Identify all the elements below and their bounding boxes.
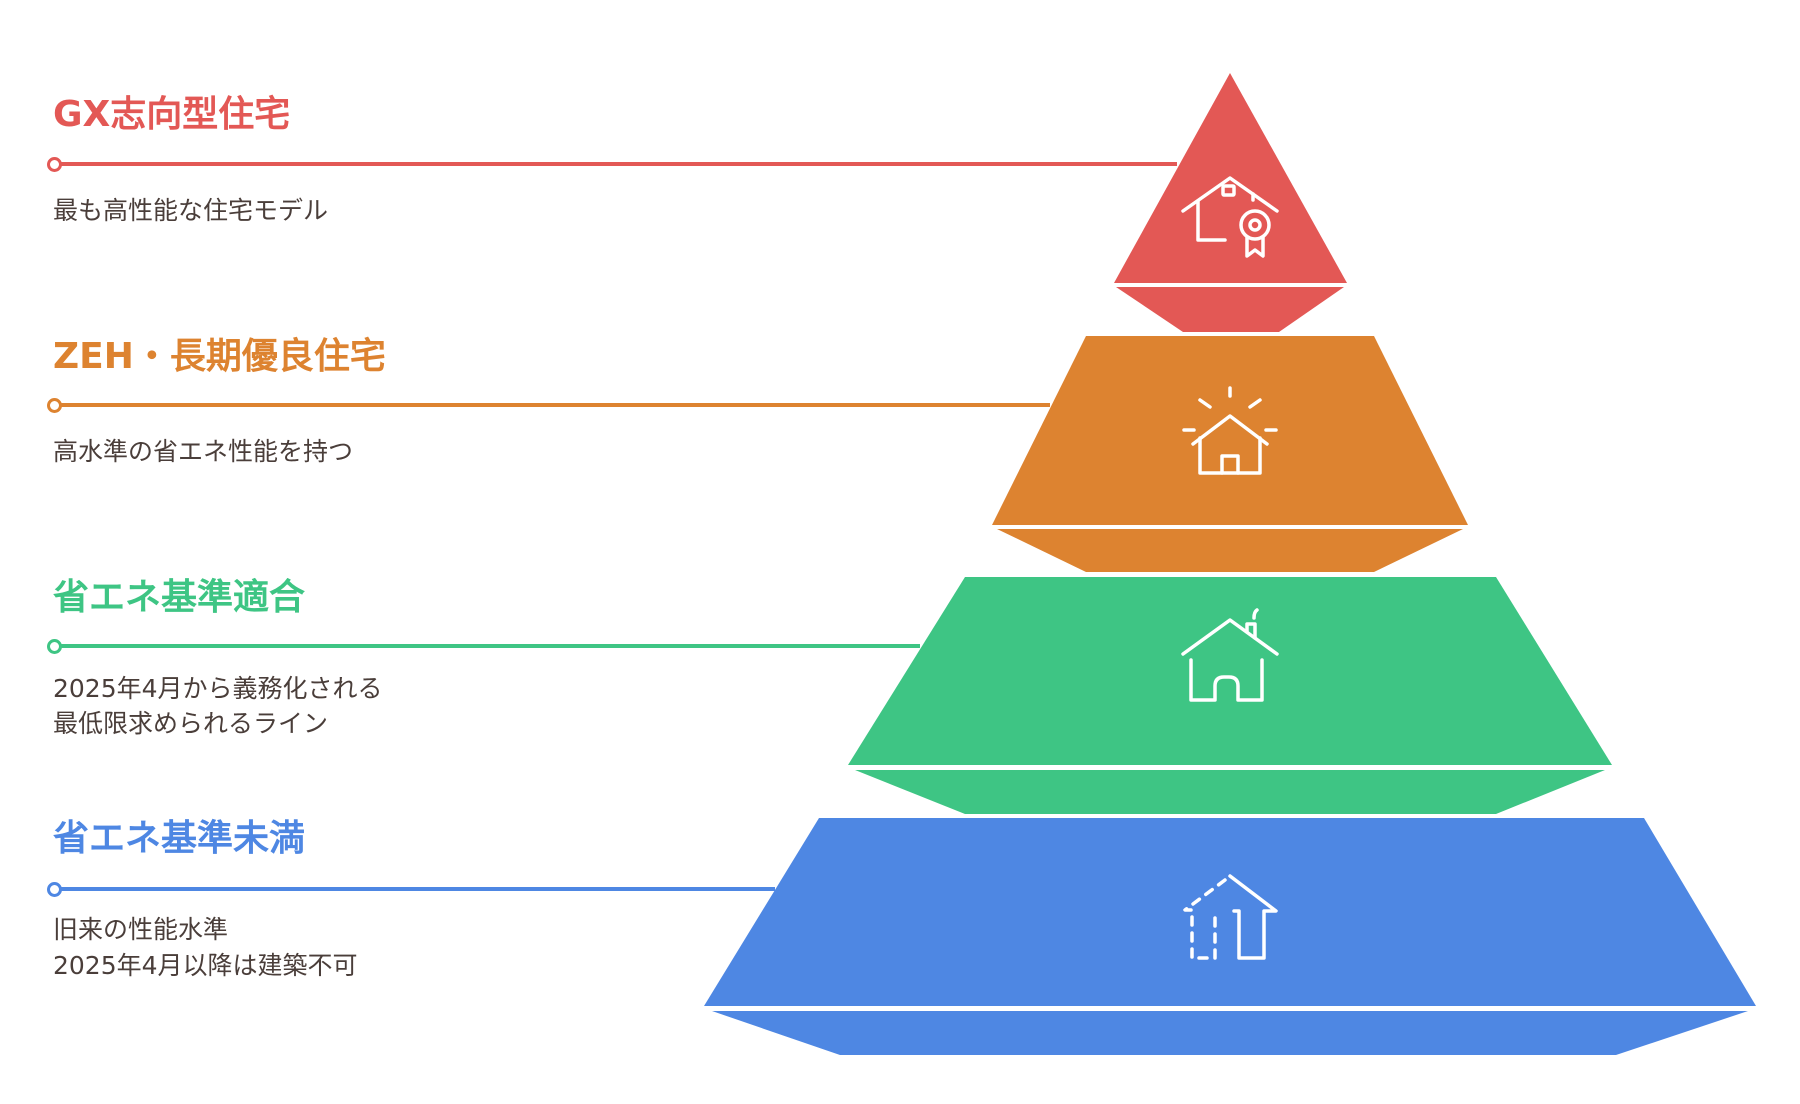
level-description: 高水準の省エネ性能を持つ [53, 437, 354, 466]
level-title: 省エネ基準未満 [53, 818, 306, 859]
pyramid-level-3 [848, 577, 1612, 814]
house-dashed-icon [1183, 874, 1278, 960]
connector-dot [47, 157, 62, 172]
level-description: 最低限求められるライン [53, 709, 329, 738]
connector-line [48, 644, 920, 648]
level-title: 省エネ基準適合 [53, 577, 306, 618]
level-description: 最も高性能な住宅モデル [53, 196, 329, 225]
pyramid-level-4 [704, 818, 1756, 1055]
level-title: ZEH・長期優良住宅 [53, 336, 386, 377]
level-description: 2025年4月以降は建築不可 [53, 951, 358, 980]
connector-line [48, 403, 1050, 407]
connector-line [48, 887, 775, 891]
connector-dot [47, 882, 62, 897]
connector-dot [47, 398, 62, 413]
level-description: 旧来の性能水準 [53, 915, 229, 944]
pyramid-level-2 [992, 336, 1468, 572]
connector-line [48, 162, 1177, 166]
house-award-icon [1181, 176, 1279, 258]
level-title: GX志向型住宅 [53, 94, 291, 135]
pyramid-level-1 [1114, 73, 1347, 332]
level-description: 2025年4月から義務化される [53, 674, 383, 703]
house-shining-icon [1182, 386, 1278, 475]
house-chimney-icon [1181, 608, 1279, 702]
connector-dot [47, 639, 62, 654]
